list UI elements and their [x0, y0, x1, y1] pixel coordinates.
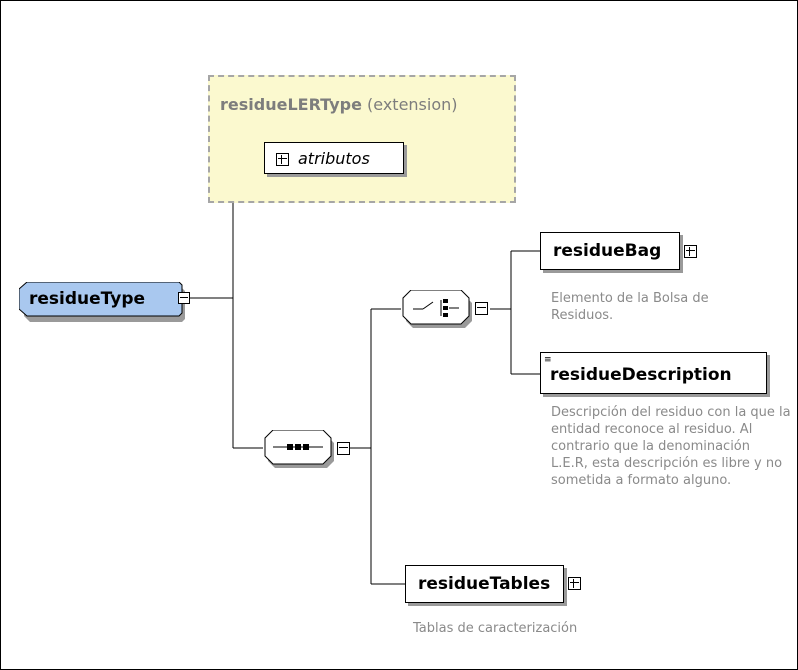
residue-description-element[interactable]: ≡ residueDescription	[540, 352, 767, 394]
collapse-icon[interactable]	[178, 292, 190, 304]
collapse-icon[interactable]	[475, 302, 488, 315]
residue-tables-element[interactable]: residueTables	[405, 565, 564, 603]
residue-description-name: residueDescription	[550, 365, 732, 385]
expand-icon[interactable]	[568, 577, 581, 590]
extension-title: residueLERType (extension)	[220, 95, 458, 114]
root-element-name: residueType	[29, 289, 146, 309]
residue-bag-doc: Elemento de la Bolsa de Residuos.	[551, 291, 709, 323]
collapse-icon[interactable]	[337, 442, 350, 455]
attributes-group[interactable]: atributos	[264, 142, 404, 174]
residue-bag-element[interactable]: residueBag	[540, 232, 680, 270]
attributes-label: atributos	[298, 148, 370, 168]
expand-icon[interactable]	[276, 153, 289, 166]
expand-icon[interactable]	[684, 245, 697, 258]
extension-qualifier: (extension)	[367, 95, 458, 114]
residue-tables-name: residueTables	[418, 574, 551, 594]
extension-type-name: residueLERType	[220, 95, 362, 114]
residue-bag-name: residueBag	[553, 241, 662, 261]
extension-box: residueLERType (extension)	[208, 75, 516, 203]
text-content-icon: ≡	[544, 355, 552, 365]
residue-tables-doc: Tablas de caracterización	[413, 621, 578, 636]
choice-compositor[interactable]	[401, 289, 475, 332]
residue-description-doc: Descripción del residuo con la que la en…	[551, 405, 791, 488]
sequence-compositor[interactable]	[263, 429, 337, 472]
